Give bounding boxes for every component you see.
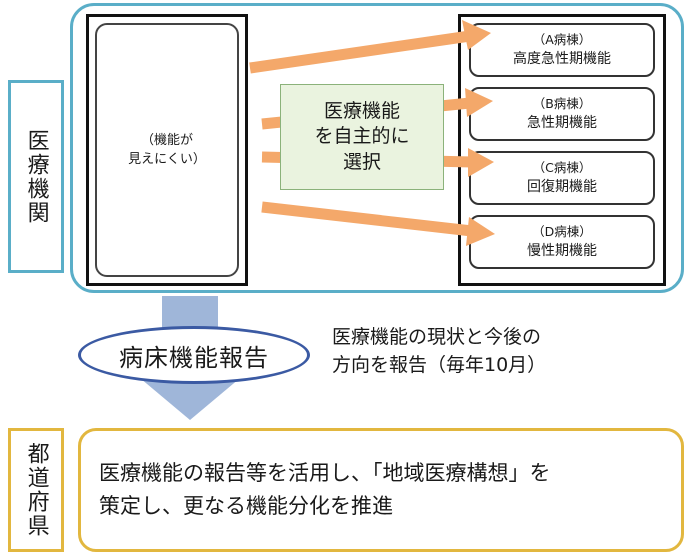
- ward-c: （C病棟） 回復期機能: [469, 151, 655, 205]
- ward-b-name: （B病棟）: [532, 95, 592, 111]
- ward-c-function: 回復期機能: [527, 178, 597, 195]
- ward-a-function: 高度急性期機能: [513, 50, 611, 67]
- ward-b-function: 急性期機能: [527, 114, 597, 131]
- prefecture-label: 都道府県: [8, 428, 64, 552]
- regional-plan-box: 医療機能の報告等を活用し、「地域医療構想」を 策定し、更なる機能分化を推進: [78, 428, 684, 552]
- medical-institution-text: 医療機関: [23, 128, 49, 225]
- report-description: 医療機能の現状と今後の 方向を報告（毎年10月）: [332, 326, 547, 376]
- voluntary-selection-box: 医療機能 を自主的に 選択: [280, 84, 444, 190]
- ward-d-function: 慢性期機能: [527, 242, 597, 259]
- ward-a-name: （A病棟）: [532, 31, 592, 47]
- ward-a: （A病棟） 高度急性期機能: [469, 23, 655, 77]
- ward-b: （B病棟） 急性期機能: [469, 87, 655, 141]
- medical-institution-label: 医療機関: [8, 80, 64, 273]
- bed-function-report-title: 病床機能報告: [119, 343, 269, 372]
- ward-c-name: （C病棟）: [532, 159, 592, 175]
- ward-d-name: （D病棟）: [532, 223, 592, 239]
- ward-d: （D病棟） 慢性期機能: [469, 215, 655, 269]
- prefecture-text: 都道府県: [23, 442, 49, 538]
- unclear-function-box: （機能が 見えにくい）: [86, 14, 248, 286]
- wards-box: （A病棟） 高度急性期機能 （B病棟） 急性期機能 （C病棟） 回復期機能 （D…: [458, 14, 666, 286]
- bed-function-report-ellipse: 病床機能報告: [78, 326, 310, 384]
- unclear-function-text: （機能が 見えにくい）: [95, 23, 239, 277]
